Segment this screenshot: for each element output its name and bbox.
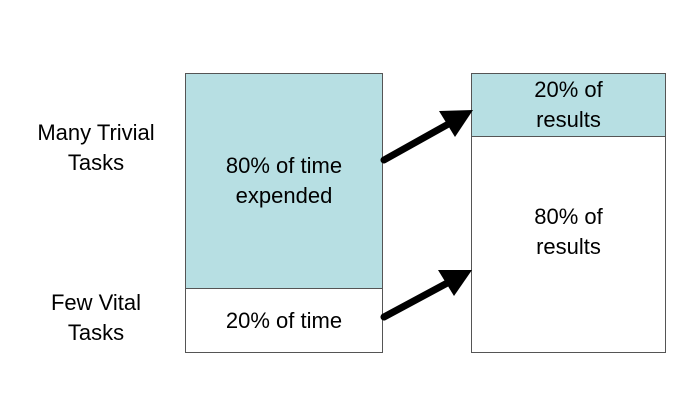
results-minor-line-1: 20% of	[534, 77, 603, 102]
label-many-trivial-line-2: Tasks	[67, 150, 125, 175]
results-major-line-1: 80% of	[534, 203, 603, 229]
label-few-vital-line-1: Few Vital	[50, 290, 142, 315]
results-minor-segment: 20% of results	[472, 74, 665, 136]
time-minor-line-1: 20% of time	[225, 307, 343, 333]
results-major-line-2: results	[536, 233, 601, 259]
time-major-line-1: 80% of time	[225, 153, 343, 178]
results-major-segment: 80% of results	[472, 136, 665, 352]
time-column: 80% of time expended 20% of time	[185, 73, 383, 353]
time-major-segment: 80% of time expended	[186, 74, 382, 288]
label-few-vital-tasks: Few Vital Tasks	[6, 288, 186, 348]
results-minor-line-2: results	[536, 107, 601, 132]
arrow-trivial-to-minor-results-icon	[380, 110, 473, 164]
arrow-vital-to-major-results-icon	[380, 270, 472, 321]
results-column: 20% of results 80% of results	[471, 73, 666, 353]
time-major-line-2: expended	[235, 183, 333, 208]
label-few-vital-line-2: Tasks	[67, 320, 125, 345]
label-many-trivial-line-1: Many Trivial	[37, 120, 155, 145]
label-many-trivial-tasks: Many Trivial Tasks	[6, 118, 186, 178]
time-minor-segment: 20% of time	[186, 288, 382, 352]
